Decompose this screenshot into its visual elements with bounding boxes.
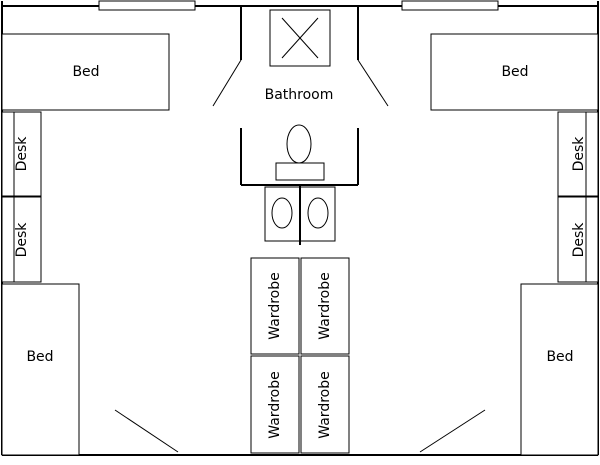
bed-label-top-left: Bed (72, 64, 99, 80)
bed-top-left (1, 33, 170, 111)
bathroom-doors (212, 59, 389, 107)
window-left (98, 0, 196, 11)
desk-label-left-lower: Desk (14, 222, 30, 258)
bath-door-right (357, 59, 389, 107)
desk-right-lower (557, 196, 599, 283)
sinks (264, 185, 336, 245)
wardrobe-lower-left (250, 355, 300, 454)
wardrobe-lower-right (300, 355, 350, 454)
shower-icon (269, 9, 331, 67)
bathroom-label: Bathroom (265, 87, 334, 103)
desk-right-upper (557, 111, 599, 197)
sink-left-icon (264, 186, 301, 242)
entry-door-right (419, 409, 486, 453)
desk-label-right-upper: Desk (571, 136, 587, 172)
bath-door-left (212, 59, 242, 107)
entry-door-left (114, 409, 179, 453)
entry-doors (114, 409, 486, 453)
wardrobe-label-upper-left: Wardrobe (267, 272, 283, 339)
bed-bottom-left (1, 283, 80, 456)
wardrobe-label-lower-left: Wardrobe (267, 371, 283, 438)
desk-label-left-upper: Desk (14, 136, 30, 172)
desk-left-upper (1, 111, 42, 197)
desk-left-lower (1, 196, 42, 283)
toilet-icon (275, 124, 325, 181)
wardrobe-label-lower-right: Wardrobe (317, 371, 333, 438)
sink-basin-right-icon (307, 197, 329, 229)
wardrobe-upper-right (300, 257, 350, 355)
bed-bottom-right (520, 283, 599, 456)
window-right (401, 0, 499, 11)
bed-label-bottom-right: Bed (546, 349, 573, 365)
wardrobe-upper-left (250, 257, 300, 355)
bed-label-top-right: Bed (501, 64, 528, 80)
wardrobe-label-upper-right: Wardrobe (317, 272, 333, 339)
sink-basin-left-icon (271, 197, 293, 229)
bed-label-bottom-left: Bed (26, 349, 53, 365)
bed-top-right (430, 33, 599, 111)
desk-label-right-lower: Desk (571, 222, 587, 258)
windows (98, 0, 499, 11)
